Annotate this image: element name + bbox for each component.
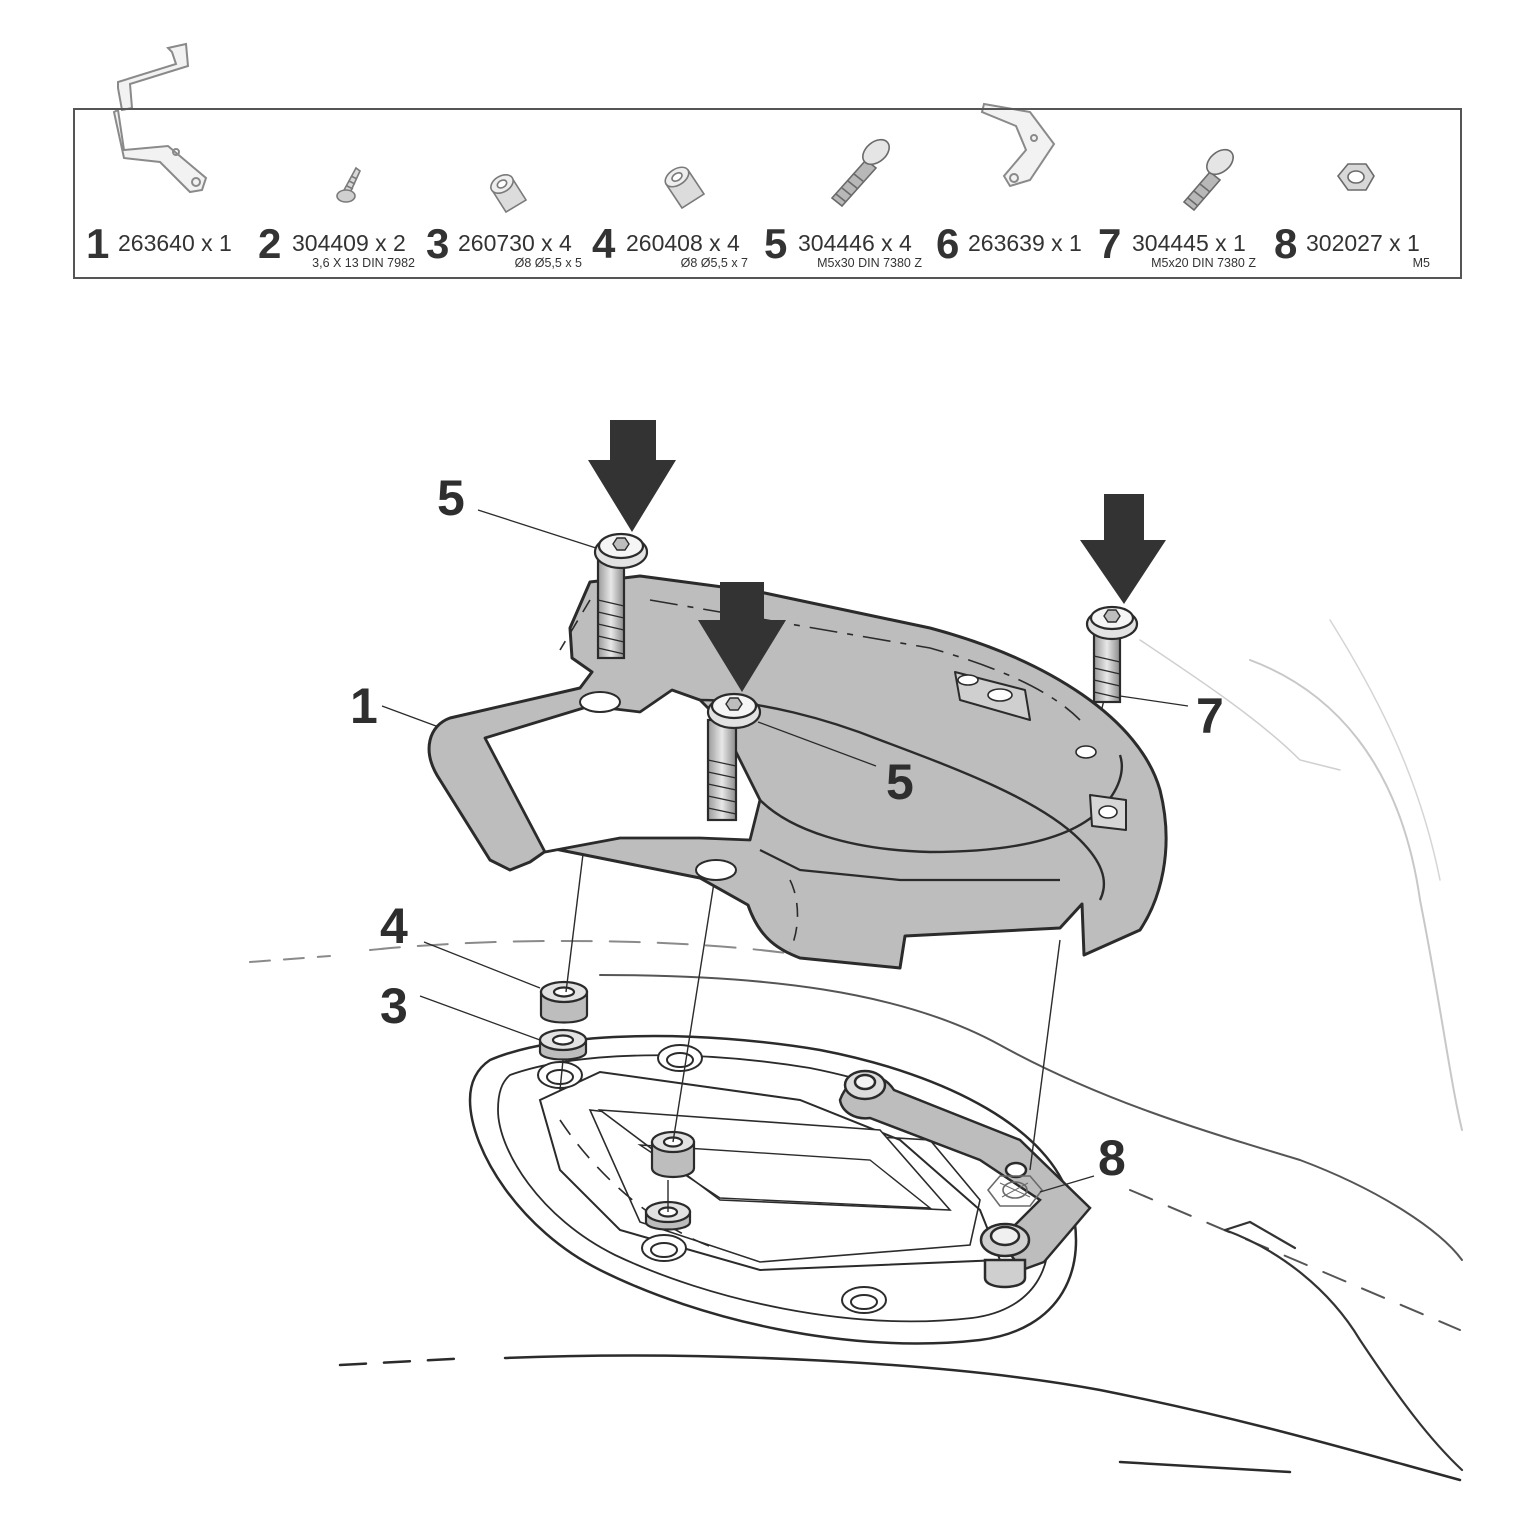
part-number: 3	[426, 220, 450, 267]
callout-1: 1	[350, 678, 378, 734]
part-code: 260730 x 4	[458, 230, 572, 256]
spacer-short-icon	[490, 174, 528, 214]
callout-4: 4	[380, 898, 408, 954]
bolt-part-5-center	[706, 692, 762, 822]
main-bracket-part-1	[427, 574, 1168, 970]
part-number: 4	[592, 220, 616, 267]
part-spec: Ø8 Ø5,5 x 5	[514, 256, 582, 270]
part-number: 5	[764, 220, 788, 267]
part-number: 1	[86, 220, 110, 267]
callout-3: 3	[380, 978, 408, 1034]
part-code: 263639 x 1	[968, 230, 1082, 256]
spacer-part-4	[539, 980, 589, 1024]
part-number: 7	[1098, 220, 1122, 267]
part-spec: 3,6 X 13 DIN 7982	[312, 256, 415, 270]
part-code: 304409 x 2	[292, 230, 406, 256]
part-spec: M5	[1412, 256, 1430, 270]
part-number: 8	[1274, 220, 1298, 267]
nut-part-8	[986, 1175, 1044, 1207]
down-arrow-icon	[1080, 494, 1166, 604]
part-code: 304446 x 4	[798, 230, 912, 256]
leader-lines	[381, 509, 1189, 1193]
part-number: 6	[936, 220, 960, 267]
bolt-long-icon	[830, 138, 890, 208]
part-code: 260408 x 4	[626, 230, 740, 256]
bolt-part-7	[1085, 605, 1139, 704]
nut-icon	[1336, 163, 1375, 191]
part-spec: Ø8 Ø5,5 x 7	[680, 256, 748, 270]
callout-7: 7	[1196, 688, 1224, 744]
callout-5-center: 5	[886, 754, 914, 810]
plate-part-icon	[980, 102, 1056, 188]
part-number: 2	[258, 220, 282, 267]
spacer-part-3	[538, 1028, 588, 1061]
callout-5-left: 5	[437, 470, 465, 526]
bolt-short-icon	[1182, 148, 1234, 212]
part-spec: M5x20 DIN 7380 Z	[1151, 256, 1256, 270]
screw-icon	[336, 166, 361, 203]
plate-part-6	[838, 1069, 1092, 1289]
part-code: 263640 x 1	[118, 230, 232, 256]
parts-list-panel	[73, 108, 1462, 279]
part-spec: M5x30 DIN 7380 Z	[817, 256, 922, 270]
callout-8: 8	[1098, 1130, 1126, 1186]
bracket-part-icon	[112, 42, 208, 194]
part-code: 302027 x 1	[1306, 230, 1420, 256]
down-arrow-icon	[698, 582, 786, 692]
down-arrow-icon	[588, 420, 676, 532]
part-code: 304445 x 1	[1132, 230, 1246, 256]
spacer-long-icon	[664, 166, 706, 210]
bolt-part-5-left	[593, 532, 649, 660]
